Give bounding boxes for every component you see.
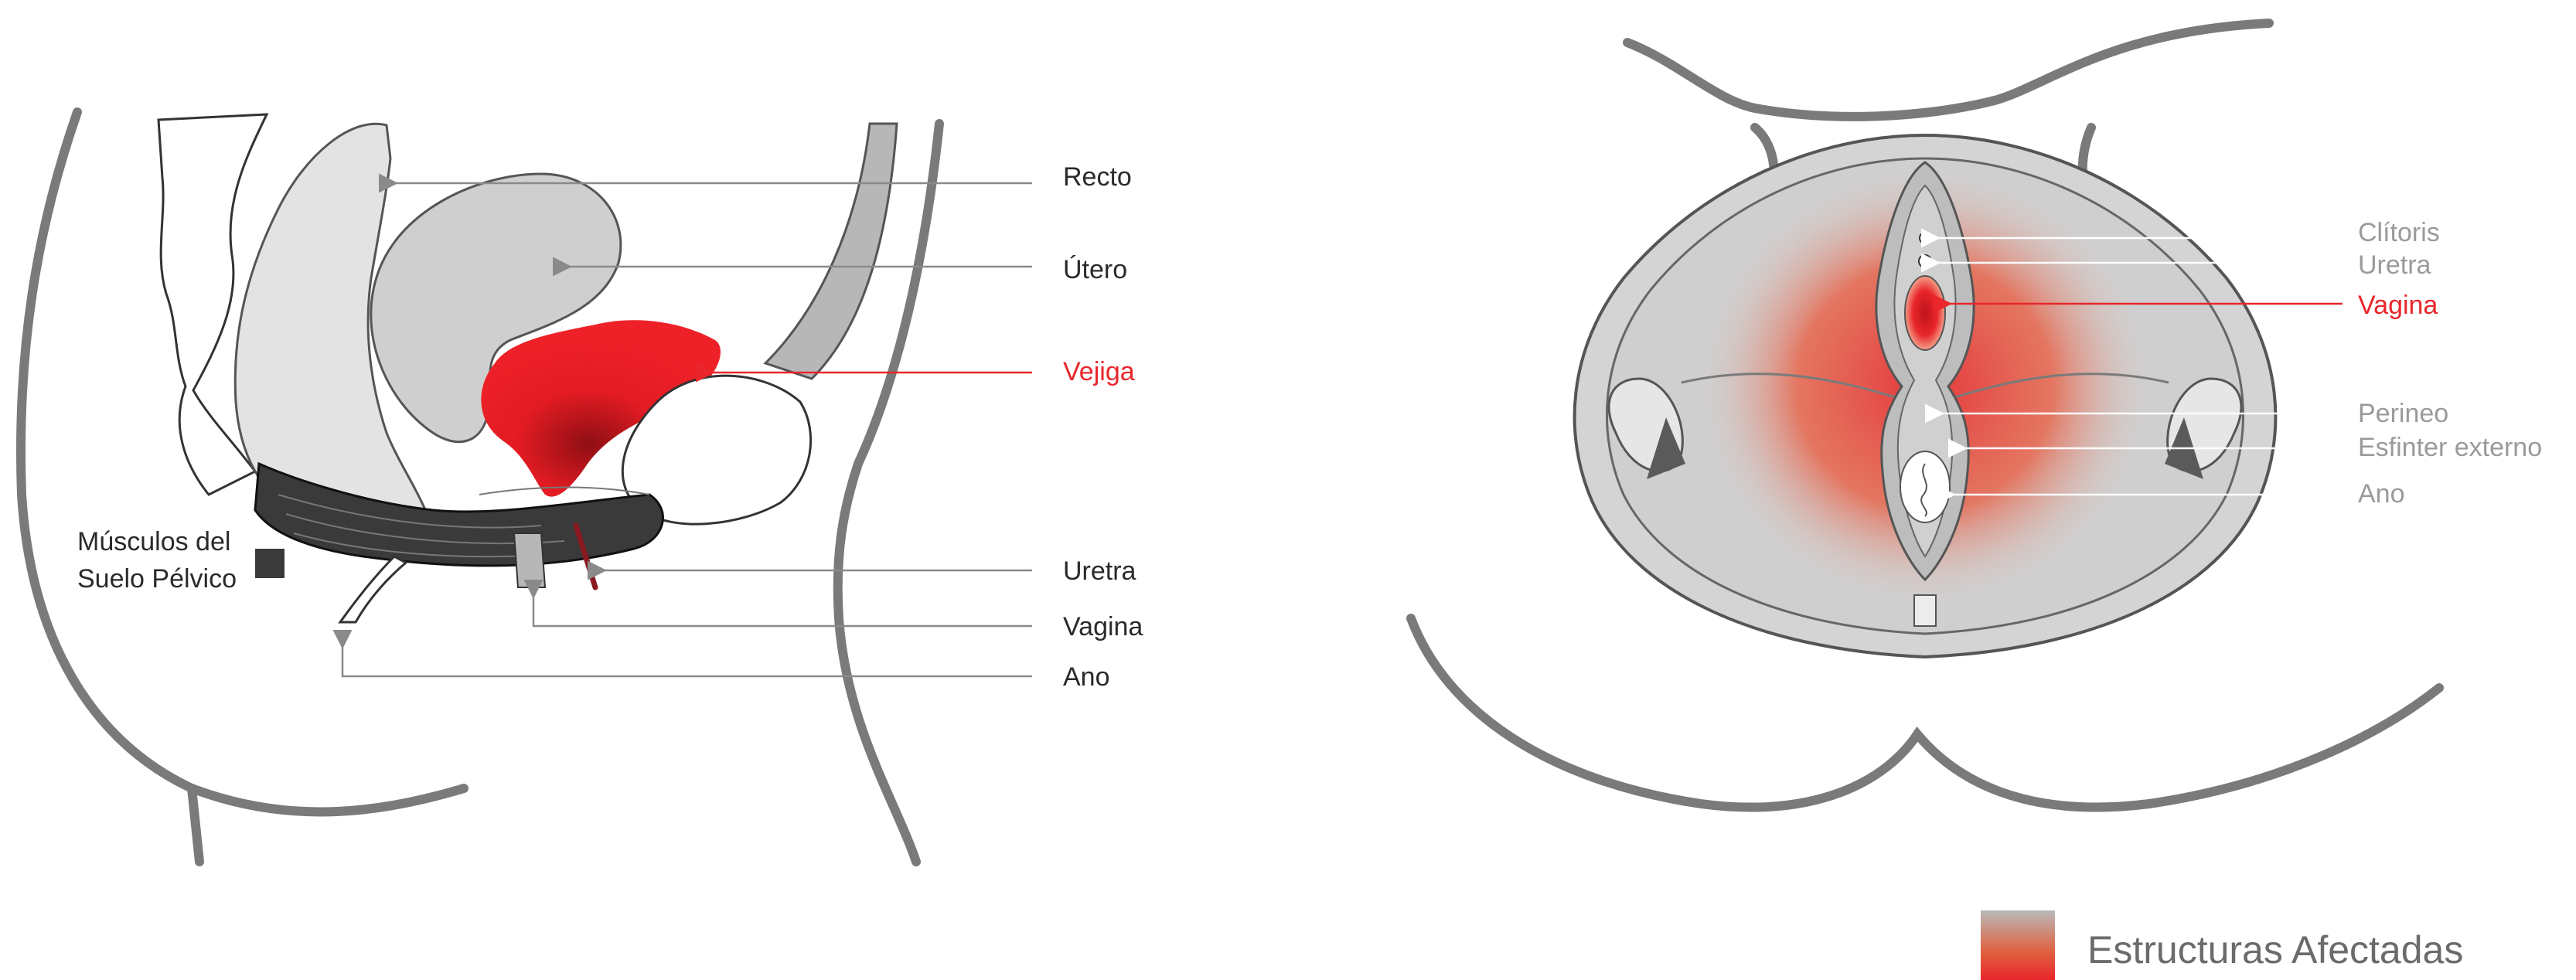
sagittal-view: Músculos del Suelo Pélvico Recto Útero V…	[21, 112, 1143, 862]
label-ano-right: Ano	[2358, 479, 2405, 509]
label-recto: Recto	[1063, 162, 1132, 192]
pelvic-floor-swatch	[255, 549, 285, 578]
label-perineo: Perineo	[2358, 399, 2448, 428]
label-clitoris: Clítoris	[2358, 218, 2440, 247]
perineal-view: Clítoris Uretra Vagina Perineo Esfinter …	[1411, 23, 2542, 807]
label-vagina-right: Vagina	[2358, 291, 2438, 320]
clitoris-mark	[1920, 233, 1930, 243]
label-esfinter: Esfinter externo	[2358, 433, 2542, 462]
legend-swatch	[1981, 910, 2055, 980]
label-uretra-right: Uretra	[2358, 250, 2431, 280]
label-utero: Útero	[1063, 255, 1127, 284]
label-ano-left: Ano	[1063, 662, 1110, 692]
label-vejiga: Vejiga	[1063, 357, 1135, 386]
label-vagina-left: Vagina	[1063, 612, 1143, 641]
anus-shape	[340, 556, 406, 622]
pelvic-floor-label-line2: Suelo Pélvico	[77, 564, 237, 594]
leg-outline	[192, 788, 199, 862]
urethra-mark	[1919, 255, 1931, 267]
abdominal-wall-shape	[765, 124, 897, 379]
label-uretra-left: Uretra	[1063, 556, 1136, 586]
legend-label: Estructuras Afectadas	[2087, 928, 2463, 971]
pelvic-floor-label-line1: Músculos del	[77, 527, 230, 556]
coccyx-shape	[1914, 595, 1936, 626]
legend: Estructuras Afectadas	[1981, 910, 2463, 980]
leader-ano	[342, 645, 1032, 676]
anus-opening	[1900, 451, 1950, 522]
vagina-opening	[1905, 276, 1945, 350]
vagina-canal-shape	[514, 533, 545, 587]
top-body-outline	[1627, 23, 2269, 117]
leader-vagina	[533, 595, 1032, 626]
